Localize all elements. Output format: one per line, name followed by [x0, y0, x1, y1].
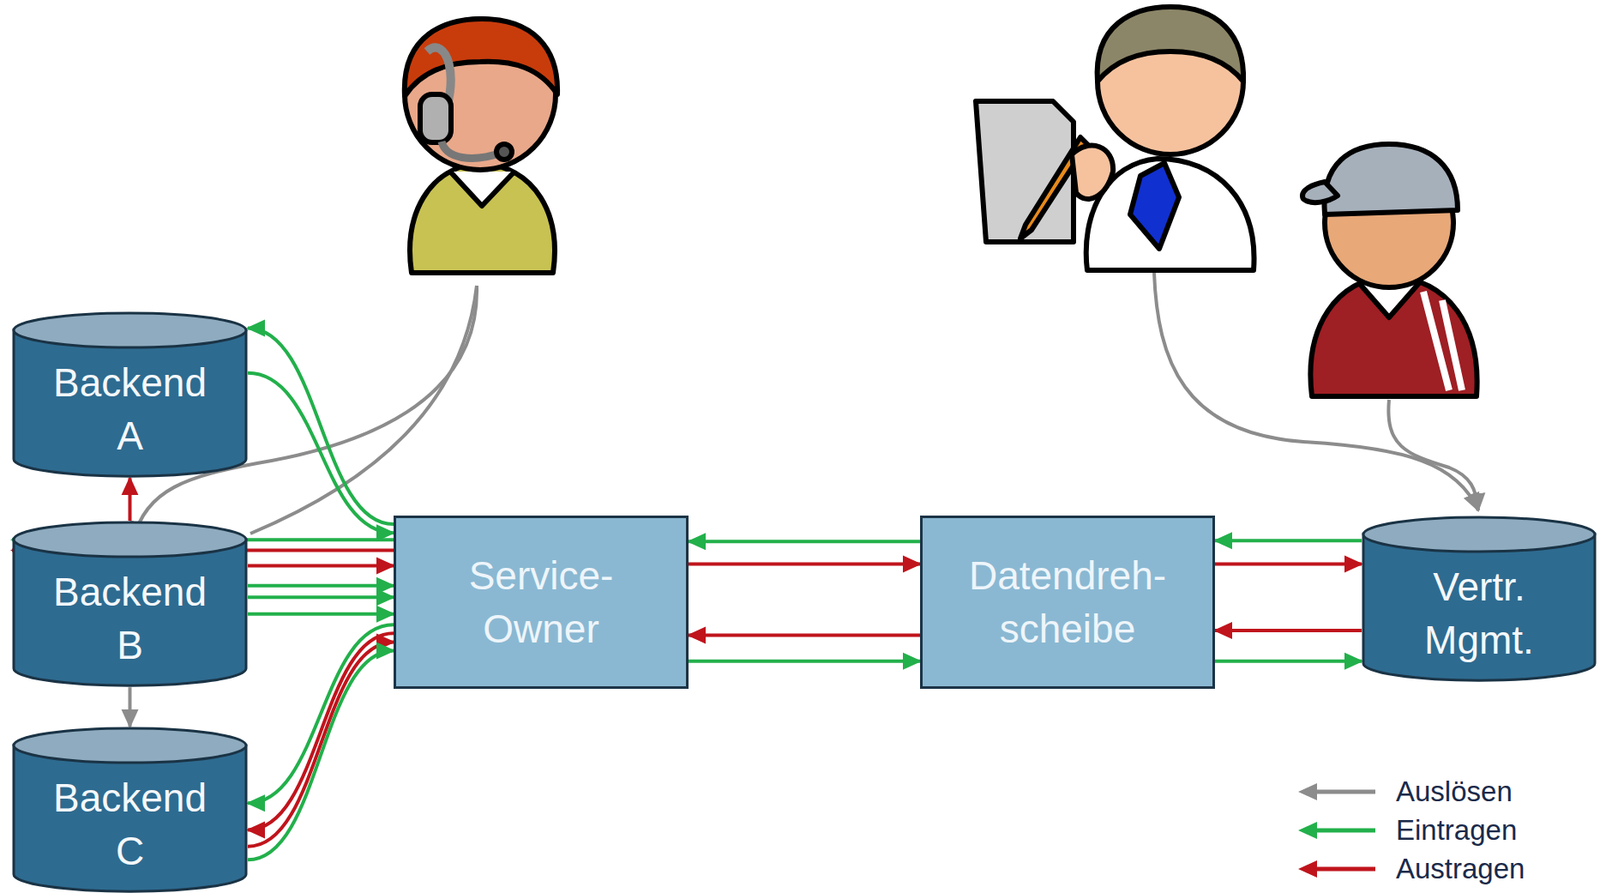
connector-arrow: [688, 659, 921, 663]
database-cylinder: Backend B: [12, 520, 248, 687]
connector-arrow: [1215, 562, 1362, 566]
connector-arrow: [1215, 538, 1362, 542]
connector-arrow: [128, 686, 133, 727]
process-box: Service-Owner: [393, 515, 689, 689]
clerk-with-document: [975, 6, 1255, 271]
trigger-line: [1388, 399, 1479, 511]
legend: AuslösenEintragenAustragen: [1298, 771, 1525, 888]
trigger-line: [1154, 272, 1479, 511]
legend-label: Austragen: [1395, 852, 1525, 885]
legend-row: Auslösen: [1298, 771, 1525, 811]
node-label: Vertr. Mgmt.: [1424, 559, 1534, 667]
trigger-line: [250, 285, 477, 534]
connector-arrow: [247, 327, 394, 524]
connector-arrow: [688, 539, 921, 543]
node-label: Service-Owner: [469, 548, 614, 656]
node-label: Backend C: [53, 770, 207, 878]
node-label: Backend A: [53, 355, 207, 463]
legend-swatch: [1298, 781, 1378, 802]
connector-arrow: [247, 372, 394, 533]
legend-row: Eintragen: [1298, 810, 1525, 849]
node-label: Backend B: [53, 565, 207, 672]
connector-arrow: [247, 595, 394, 599]
connector-arrow: [1215, 628, 1362, 632]
connector-arrow: [1215, 659, 1362, 663]
database-cylinder: Vertr. Mgmt.: [1361, 515, 1597, 682]
connector-arrow: [247, 650, 394, 861]
connector-arrow: [247, 612, 394, 616]
legend-swatch: [1298, 819, 1378, 841]
connector-arrow: [247, 624, 394, 803]
node-label: Datendreh-scheibe: [968, 548, 1167, 656]
connector-arrow: [247, 632, 394, 830]
connector-arrow: [128, 477, 133, 521]
connector-arrow: [688, 562, 921, 566]
legend-label: Auslösen: [1395, 775, 1513, 808]
call-center-agent: [404, 18, 558, 273]
database-cylinder: Backend C: [12, 726, 248, 893]
legend-swatch: [1298, 858, 1378, 879]
database-cylinder: Backend A: [12, 311, 248, 478]
connector-arrow: [688, 632, 921, 637]
connector-arrow: [247, 641, 394, 846]
process-box: Datendreh-scheibe: [920, 515, 1216, 689]
connector-arrow: [247, 563, 394, 567]
connector-arrow: [247, 583, 394, 588]
legend-row: Austragen: [1298, 848, 1525, 888]
field-worker: [1302, 144, 1478, 397]
legend-label: Eintragen: [1395, 813, 1517, 847]
